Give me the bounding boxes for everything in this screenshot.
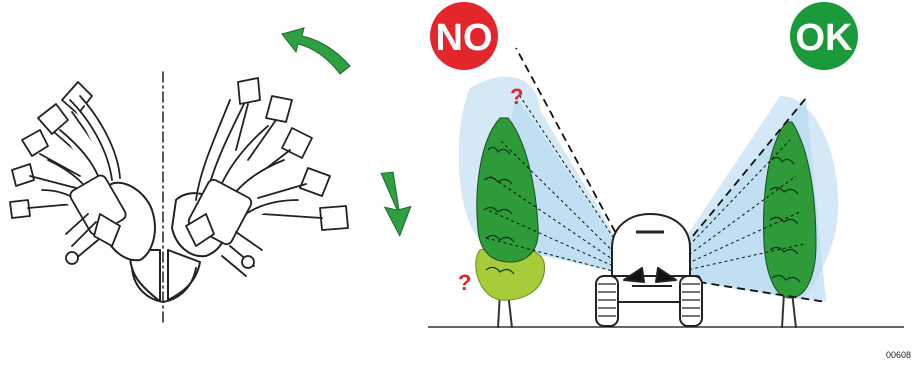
curved-arrow-up-left-icon: [282, 28, 350, 74]
no-badge: NO: [430, 2, 498, 70]
arrow-down-icon: [381, 171, 414, 237]
ok-badge: OK: [790, 2, 858, 70]
question-mark-top: ?: [510, 84, 523, 109]
orchard-spray-scene: ? ? NO OK: [428, 2, 904, 328]
nozzle-cluster-right: [168, 78, 348, 300]
ok-badge-label: OK: [796, 17, 854, 59]
nozzle-cluster-illustration: [10, 72, 348, 325]
nozzle-cluster-left: [10, 82, 160, 300]
no-badge-label: NO: [436, 17, 493, 59]
figure-code: 00608: [886, 350, 911, 360]
question-mark-bottom: ?: [458, 270, 471, 295]
